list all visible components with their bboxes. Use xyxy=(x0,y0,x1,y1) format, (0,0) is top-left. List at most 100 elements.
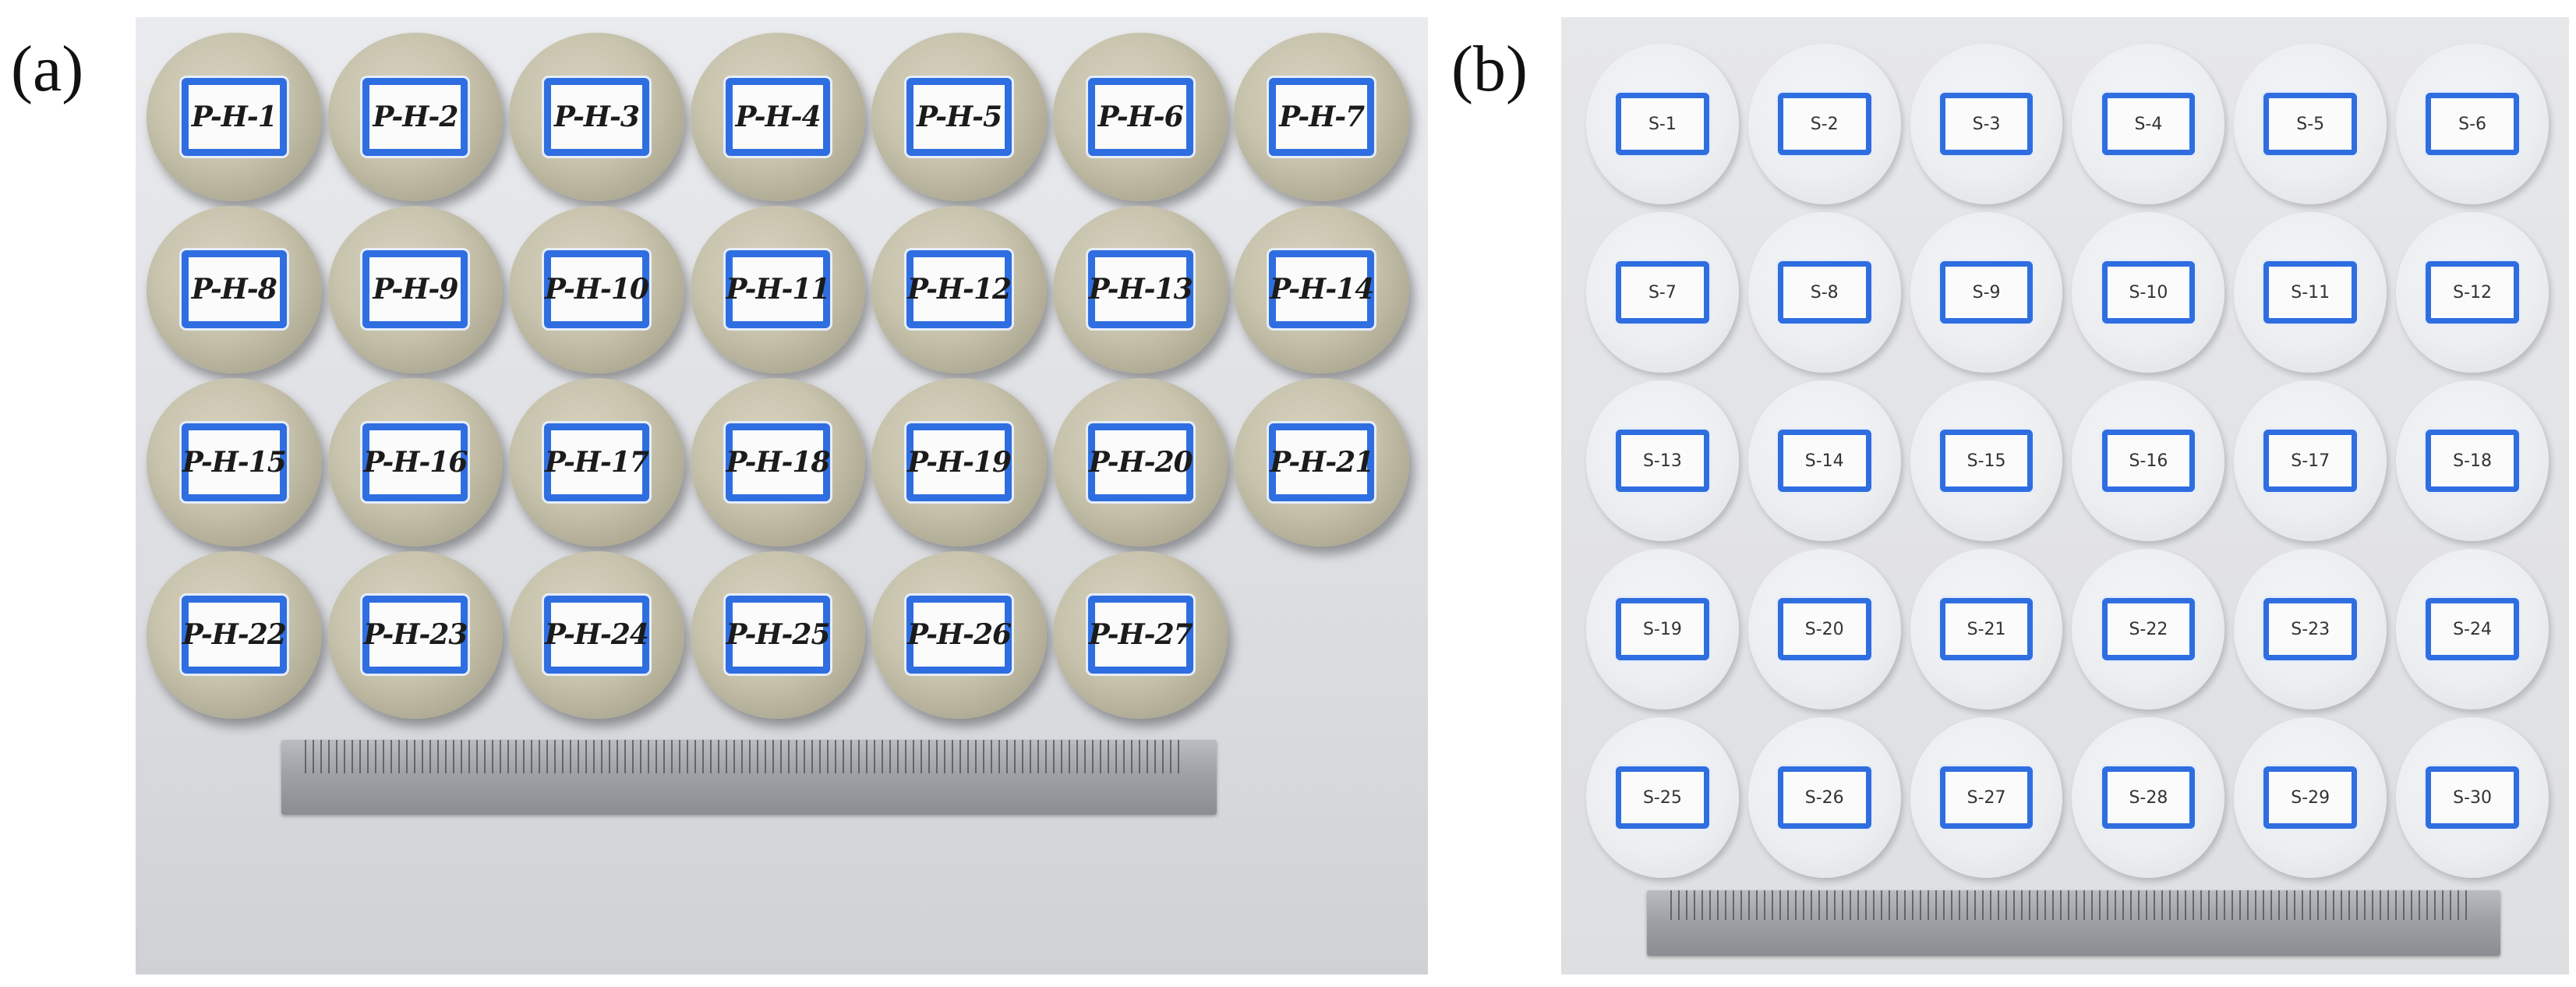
sample-tag: S-18 xyxy=(2426,430,2519,492)
panel-a-letter: (a) xyxy=(11,33,84,105)
sample-tag: S-23 xyxy=(2263,598,2358,660)
sample-tag: P-H-2 xyxy=(362,77,468,156)
sample-tag: P-H-10 xyxy=(544,250,649,329)
sample-tag: S-13 xyxy=(1616,430,1709,492)
slice-disc: S-21 xyxy=(1910,549,2063,709)
sample-label: P-H-22 xyxy=(182,618,287,652)
steel-ruler-b xyxy=(1647,890,2500,956)
sample-tag: S-5 xyxy=(2263,93,2358,155)
sample-label: P-H-9 xyxy=(373,273,458,306)
sample-label: S-2 xyxy=(1810,114,1839,134)
sample-tag: S-3 xyxy=(1939,93,2034,155)
slice-disc: S-1 xyxy=(1586,44,1739,204)
sample-label: P-H-17 xyxy=(544,445,649,479)
sample-label: S-8 xyxy=(1810,282,1839,302)
slice-disc: S-27 xyxy=(1910,717,2063,878)
sample-label: S-12 xyxy=(2453,282,2493,302)
sample-tag: S-16 xyxy=(2101,430,2196,492)
sample-label: S-26 xyxy=(1804,787,1844,808)
sample-tag: P-H-21 xyxy=(1269,423,1374,501)
sample-label: P-H-1 xyxy=(191,100,277,133)
concrete-core: P-H-4 xyxy=(690,33,866,201)
sample-tag: S-26 xyxy=(1777,766,1871,829)
sample-label: P-H-5 xyxy=(917,100,1002,133)
sample-tag: S-11 xyxy=(2263,261,2358,324)
concrete-core: P-H-12 xyxy=(871,205,1047,373)
slice-disc: S-26 xyxy=(1747,717,1901,878)
concrete-core: P-H-26 xyxy=(871,550,1047,719)
sample-label: S-24 xyxy=(2453,619,2493,639)
slice-disc: S-25 xyxy=(1586,717,1739,878)
concrete-core: P-H-1 xyxy=(147,33,322,201)
sample-tag: S-24 xyxy=(2426,598,2519,660)
sample-tag: P-H-4 xyxy=(725,77,831,156)
sample-tag: P-H-1 xyxy=(181,77,287,156)
sample-label: S-23 xyxy=(2291,619,2330,639)
concrete-core: P-H-27 xyxy=(1052,550,1228,719)
slice-disc: S-9 xyxy=(1910,212,2063,373)
sample-label: P-H-15 xyxy=(182,445,287,479)
concrete-core: P-H-20 xyxy=(1052,378,1228,547)
sample-label: S-20 xyxy=(1804,619,1844,639)
sample-label: P-H-3 xyxy=(553,100,640,133)
slice-disc: S-5 xyxy=(2234,44,2387,204)
ruler-ticks xyxy=(305,740,1186,774)
concrete-core: P-H-18 xyxy=(690,378,866,547)
sample-tag: P-H-9 xyxy=(362,250,468,329)
sample-label: P-H-11 xyxy=(726,273,830,306)
sample-label: S-11 xyxy=(2291,282,2330,302)
sample-label: S-29 xyxy=(2291,787,2330,808)
concrete-core: P-H-23 xyxy=(327,550,504,719)
sample-tag: S-2 xyxy=(1777,93,1871,155)
sample-label: S-25 xyxy=(1642,787,1682,808)
sample-tag: S-8 xyxy=(1777,261,1871,324)
sample-tag: S-28 xyxy=(2101,766,2196,829)
sample-label: P-H-25 xyxy=(726,618,830,652)
slice-disc: S-28 xyxy=(2072,717,2225,878)
panel-b-letter: (b) xyxy=(1451,33,1528,105)
sample-tag: P-H-27 xyxy=(1087,596,1193,674)
sample-label: S-15 xyxy=(1966,451,2006,471)
ruler-ticks xyxy=(1670,890,2469,920)
sample-label: P-H-12 xyxy=(907,273,1012,306)
sample-label: P-H-27 xyxy=(1088,618,1193,652)
concrete-core: P-H-19 xyxy=(871,378,1047,547)
sample-label: S-18 xyxy=(2453,451,2493,471)
sample-label: P-H-21 xyxy=(1270,445,1374,479)
sample-label: P-H-13 xyxy=(1088,273,1193,306)
slice-disc: S-20 xyxy=(1747,549,1901,709)
sample-tag: S-12 xyxy=(2426,261,2519,324)
sample-label: P-H-8 xyxy=(191,273,277,306)
sample-label: S-19 xyxy=(1642,619,1682,639)
sample-tag: P-H-8 xyxy=(181,250,287,329)
concrete-core: P-H-6 xyxy=(1052,33,1228,201)
sample-label: S-22 xyxy=(2129,619,2168,639)
sample-tag: S-20 xyxy=(1777,598,1871,660)
concrete-core: P-H-25 xyxy=(690,550,866,719)
sample-label: S-13 xyxy=(1642,451,1682,471)
sample-tag: S-14 xyxy=(1777,430,1871,492)
sample-tag: P-H-15 xyxy=(181,423,287,501)
sample-tag: S-9 xyxy=(1939,261,2034,324)
concrete-core: P-H-7 xyxy=(1234,33,1409,201)
sample-tag: P-H-7 xyxy=(1269,77,1375,156)
sample-label: P-H-4 xyxy=(735,100,821,133)
slice-disc: S-30 xyxy=(2396,717,2549,878)
concrete-core: P-H-2 xyxy=(327,33,504,201)
sample-tag: S-17 xyxy=(2263,430,2358,492)
sample-tag: S-30 xyxy=(2426,766,2519,829)
sample-tag: P-H-17 xyxy=(544,423,649,501)
concrete-core: P-H-9 xyxy=(327,205,504,373)
sample-tag: P-H-12 xyxy=(906,250,1012,329)
sample-label: P-H-14 xyxy=(1270,273,1374,306)
sample-label: S-10 xyxy=(2129,282,2168,302)
concrete-core: P-H-17 xyxy=(509,378,684,547)
sample-label: S-5 xyxy=(2296,114,2325,134)
concrete-core: P-H-24 xyxy=(509,550,684,719)
sample-label: S-27 xyxy=(1966,787,2006,808)
concrete-core: P-H-5 xyxy=(871,33,1047,201)
sample-label: S-6 xyxy=(2458,114,2487,134)
slice-disc: S-4 xyxy=(2072,44,2225,204)
